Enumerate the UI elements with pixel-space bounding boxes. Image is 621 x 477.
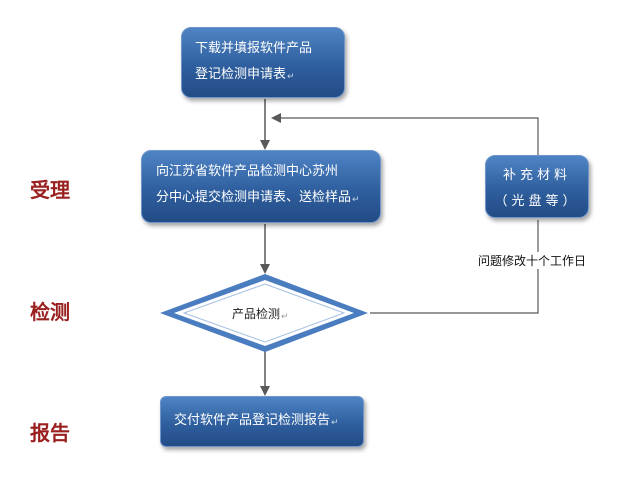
stage-label-report: 报告 (30, 421, 70, 445)
stage-label-accept: 受理 (30, 178, 70, 202)
paragraph-mark: ↵ (287, 72, 295, 82)
paragraph-mark: ↵ (331, 418, 339, 428)
step-submit-line2: 分中心提交检测申请表、送检样品 (156, 190, 352, 205)
step-download-application: 下载并填报软件产品 登记检测申请表↵ (181, 27, 345, 98)
stage-label-test: 检测 (30, 300, 70, 324)
step-submit-application: 向江苏省软件产品检测中心苏州 分中心提交检测申请表、送检样品↵ (141, 150, 381, 223)
step-download-line1: 下载并填报软件产品 (195, 41, 313, 56)
step-submit-line1: 向江苏省软件产品检测中心苏州 (156, 164, 339, 179)
note-fix-deadline: 问题修改十个工作日 (476, 252, 589, 269)
step-report-line1: 交付软件产品登记检测报告 (174, 413, 331, 428)
step-submit-line2-wrap: 分中心提交检测申请表、送检样品↵ (156, 185, 380, 213)
step-download-line2: 登记检测申请表 (195, 67, 287, 82)
paragraph-mark: ↵ (352, 195, 360, 205)
step-supplement-line2: （光盘等） (494, 194, 580, 209)
step-download-line2-wrap: 登记检测申请表↵ (195, 62, 344, 90)
step-supplement-line1: 补充材料 (502, 168, 571, 183)
step-supplement-materials: 补充材料 （光盘等） (485, 155, 589, 218)
connector-test-to-supplement (370, 220, 539, 314)
step-report-line-wrap: 交付软件产品登记检测报告↵ (174, 408, 363, 436)
step-deliver-report: 交付软件产品登记检测报告↵ (160, 396, 364, 447)
decision-diamond (160, 274, 368, 352)
connector-supplement-return (271, 113, 539, 155)
